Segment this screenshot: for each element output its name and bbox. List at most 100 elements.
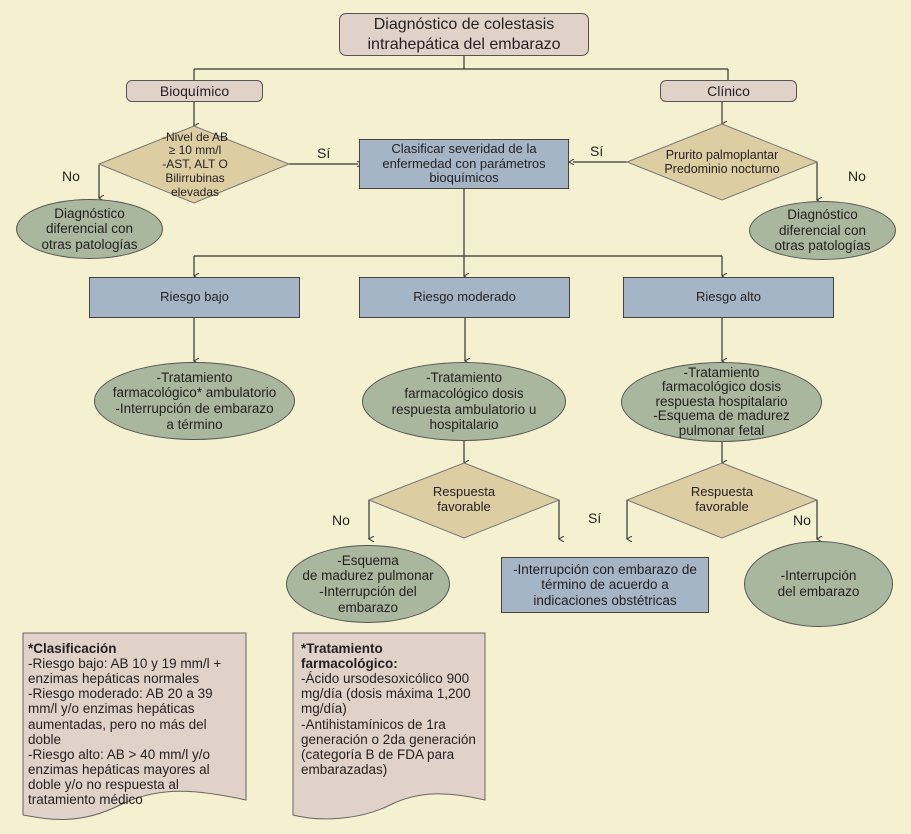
label-no-clinical: No <box>848 168 866 184</box>
risk-high-box: Riesgo alto <box>623 277 834 318</box>
title-line: intrahepática del embarazo <box>367 35 561 53</box>
decision-favorable-high: Respuesta favorable <box>672 482 772 518</box>
note-line: enzimas hepáticas normales <box>28 671 200 687</box>
classify-line: bioquímicos <box>429 170 499 186</box>
treatment-line: -Interrupción de embarazo <box>115 401 274 416</box>
differential-diagnosis-right: Diagnóstico diferencial con otras patolo… <box>749 201 896 260</box>
title-box: Diagnóstico de colestasis intrahepática … <box>339 13 589 56</box>
note-line: tratamiento médico <box>28 792 143 808</box>
decision-line: -AST, ALT O <box>162 157 228 172</box>
branch-clinical-label: Clínico <box>707 82 750 99</box>
differential-line: otras patologías <box>41 236 138 252</box>
title-line: Diagnóstico de colestasis <box>373 16 555 34</box>
note-line: -Riesgo moderado: AB 20 a 39 <box>28 686 213 702</box>
label-yes-biochemical: Sí <box>317 145 331 161</box>
decision-line: Prurito palmoplantar <box>665 147 779 162</box>
decision-line: elevadas <box>170 184 220 199</box>
note-classification: *Clasificación -Riesgo bajo: AB 10 y 19 … <box>28 641 248 807</box>
decision-line: -Nivel de AB <box>161 129 229 144</box>
classify-severity-box: Clasificar severidad de la enfermedad co… <box>359 139 569 189</box>
label-no-high: No <box>793 512 811 528</box>
note-classification-shape <box>22 632 247 820</box>
outcome-line: -Esquema <box>337 552 399 568</box>
treatment-line: -Tratamiento <box>683 364 760 380</box>
decision-line: favorable <box>437 499 491 514</box>
treatment-line: -Tratamiento <box>156 369 233 385</box>
note-line: (categoría B de FDA para <box>301 746 455 762</box>
note-treatment-heading: farmacológico: <box>301 656 398 672</box>
treatment-line: -Esquema de madurez <box>653 408 790 424</box>
note-line: embarazadas) <box>301 761 388 777</box>
treatment-line: respuesta ambulatorio u <box>391 401 537 417</box>
differential-diagnosis-left: Diagnóstico diferencial con otras patolo… <box>16 199 163 259</box>
outcome-high-no-ellipse: -Interrupción del embarazo <box>744 541 893 627</box>
outcome-line: término de acuerdo a <box>541 577 669 593</box>
decision-line: Respuesta <box>432 484 496 500</box>
branch-clinical: Clínico <box>660 80 797 102</box>
branch-biochemical-label: Bioquímico <box>159 82 230 99</box>
differential-line: Diagnóstico <box>787 207 858 223</box>
outcome-line: indicaciones obstétricas <box>533 592 677 608</box>
treatment-line: a término <box>166 416 223 432</box>
differential-line: Diagnóstico <box>54 205 125 221</box>
differential-line: otras patologías <box>774 238 871 254</box>
note-line: aumentadas, pero no más del <box>28 716 207 732</box>
decision-clinical: Prurito palmoplantar Predominio nocturno <box>652 145 792 179</box>
treatment-line: farmacológico dosis <box>661 379 782 395</box>
treatment-line: farmacológico* ambulatorio <box>112 385 277 401</box>
treatment-line: pulmonar fetal <box>678 422 765 438</box>
label-yes-clinical: Sí <box>590 143 604 159</box>
decision-clinical-shape <box>625 123 819 201</box>
risk-high-label: Riesgo alto <box>695 289 762 305</box>
note-line: mm/l y/o enzimas hepáticas <box>28 701 195 717</box>
note-line: -Riesgo bajo: AB 10 y 19 mm/l + <box>28 656 222 672</box>
decision-biochemical-shape <box>97 125 291 204</box>
outcome-yes-box: -Interrupción con embarazo de término de… <box>501 557 709 613</box>
outcome-line: -Interrupción con embarazo de <box>513 561 697 577</box>
note-classification-heading: *Clasificación <box>28 641 117 656</box>
outcome-moderate-no-ellipse: -Esquema de madurez pulmonar -Interrupci… <box>286 545 450 623</box>
note-line: generación o 2da generación <box>301 731 476 747</box>
treatment-line: respuesta hospitalario <box>655 393 788 409</box>
branch-biochemical: Bioquímico <box>126 80 263 102</box>
outcome-line: embarazo <box>337 599 399 615</box>
note-line: -Antihistamínicos de 1ra <box>301 716 446 732</box>
note-line: -Riesgo alto: AB > 40 mm/l y/o <box>28 746 210 762</box>
risk-low-box: Riesgo bajo <box>89 277 300 318</box>
differential-line: diferencial con <box>778 222 867 238</box>
decision-line: Respuesta <box>690 484 754 500</box>
differential-line: diferencial con <box>45 221 134 237</box>
note-treatment: *Tratamiento farmacológico: -Ácido ursod… <box>301 641 491 777</box>
note-line: doble y/o no respuesta al <box>28 776 179 792</box>
outcome-line: -Interrupción <box>780 568 857 584</box>
decision-high-shape <box>625 462 819 539</box>
treatment-line: hospitalario <box>429 417 499 433</box>
label-no-biochemical: No <box>62 168 80 184</box>
decision-moderate-shape <box>367 462 561 539</box>
label-yes-high: Sí <box>588 510 602 526</box>
risk-low-label: Riesgo bajo <box>160 289 229 305</box>
treatment-low-ellipse: -Tratamiento farmacológico* ambulatorio … <box>94 362 295 440</box>
risk-moderate-box: Riesgo moderado <box>359 277 570 318</box>
decision-line: favorable <box>695 499 749 514</box>
treatment-line: farmacológico dosis <box>404 385 524 401</box>
note-line: -Ácido ursodesoxicólico 900 <box>301 671 470 687</box>
decision-biochemical: -Nivel de AB ≥ 10 mm/l -AST, ALT O Bilir… <box>140 129 250 199</box>
decision-line: Predominio nocturno <box>664 162 780 176</box>
risk-moderate-label: Riesgo moderado <box>413 289 516 305</box>
outcome-line: -Interrupción del <box>319 584 417 599</box>
classify-line: enfermedad con parámetros <box>382 155 546 171</box>
note-line: mg/día (dosis máxima 1,200 <box>301 686 471 702</box>
label-no-moderate: No <box>332 512 350 528</box>
treatment-moderate-ellipse: -Tratamiento farmacológico dosis respues… <box>362 362 566 441</box>
note-line: mg/día) <box>301 701 347 717</box>
treatment-high-ellipse: -Tratamiento farmacológico dosis respues… <box>621 362 822 442</box>
classify-line: Clasificar severidad de la <box>391 140 537 156</box>
decision-favorable-moderate: Respuesta favorable <box>414 482 514 518</box>
note-line: doble <box>28 731 62 747</box>
note-line: enzimas hepáticas mayores al <box>28 761 210 777</box>
note-treatment-heading: *Tratamiento <box>301 641 383 656</box>
decision-line: Bilirrubinas <box>165 170 225 185</box>
outcome-line: de madurez pulmonar <box>302 568 434 584</box>
